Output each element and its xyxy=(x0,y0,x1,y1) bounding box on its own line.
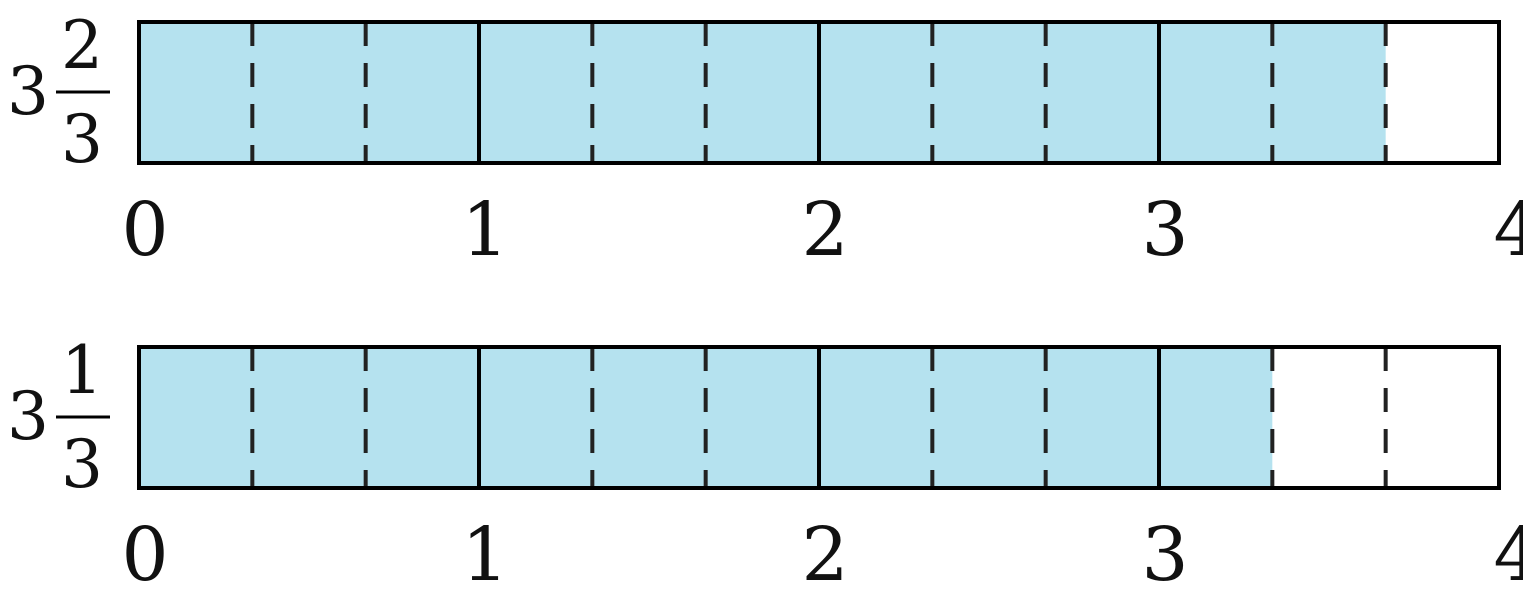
tick-label: 4 xyxy=(1493,512,1523,598)
tick-label: 2 xyxy=(801,512,848,598)
tick-label: 3 xyxy=(1141,512,1188,598)
label-whole: 3 xyxy=(7,378,49,455)
tick-label: 0 xyxy=(121,187,168,273)
label-numerator: 2 xyxy=(61,7,103,84)
label-denominator: 3 xyxy=(61,101,103,178)
bar-fill xyxy=(139,22,1386,163)
tick-label: 3 xyxy=(1141,187,1188,273)
tick-label: 4 xyxy=(1493,187,1523,273)
mixed-number-label: 323 xyxy=(7,7,110,178)
bar-outline xyxy=(137,345,1501,490)
label-whole: 3 xyxy=(7,53,49,130)
tick-label: 1 xyxy=(461,512,508,598)
tick-label: 0 xyxy=(121,512,168,598)
label-numerator: 1 xyxy=(61,332,103,409)
label-denominator: 3 xyxy=(61,426,103,503)
tick-label: 1 xyxy=(461,187,508,273)
mixed-number-label: 313 xyxy=(7,332,110,503)
tick-label: 2 xyxy=(801,187,848,273)
bar-outline xyxy=(137,20,1501,165)
